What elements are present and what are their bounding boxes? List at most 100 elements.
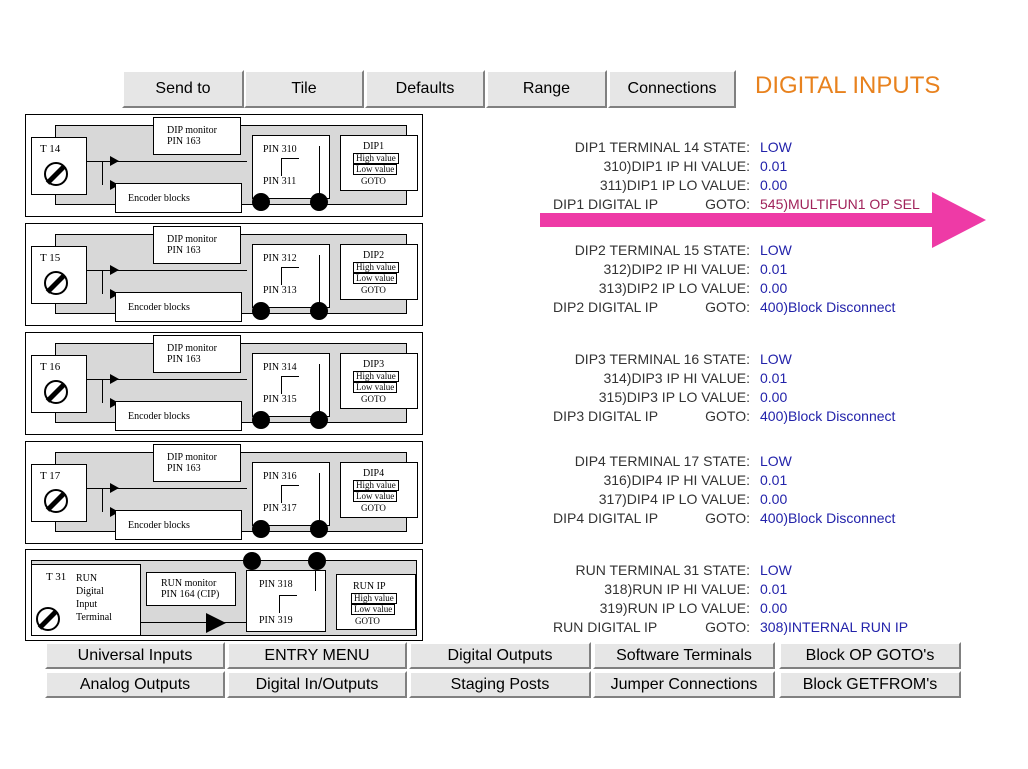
run-terminal-line: RUN xyxy=(76,573,98,584)
nav-jumper-connections-button[interactable]: Jumper Connections xyxy=(593,671,775,698)
connector-dot[interactable] xyxy=(310,302,328,320)
terminal-state-value[interactable]: LOW xyxy=(760,562,792,578)
goto-value[interactable]: 545)MULTIFUN1 OP SEL xyxy=(760,196,920,212)
nav-staging-posts-button[interactable]: Staging Posts xyxy=(409,671,591,698)
high-value-label: High value xyxy=(353,153,399,164)
terminal-state-value[interactable]: LOW xyxy=(760,351,792,367)
dip-monitor-label: DIP monitor xyxy=(167,343,217,354)
run-terminal-line: Digital xyxy=(76,586,104,597)
connector-dot[interactable] xyxy=(252,520,270,538)
run-monitor-label: RUN monitor xyxy=(161,578,217,589)
goto-arrow-icon xyxy=(540,192,986,248)
dip2-input-block[interactable]: T 15 DIP monitor PIN 163 Encoder blocks … xyxy=(25,223,423,326)
goto-value[interactable]: 308)INTERNAL RUN IP xyxy=(760,619,909,635)
terminal-state-label: RUN TERMINAL 31 STATE: xyxy=(575,562,750,578)
nav-digital-in-outputs-button[interactable]: Digital In/Outputs xyxy=(227,671,407,698)
terminal-knob-icon xyxy=(36,607,60,631)
lo-value[interactable]: 0.00 xyxy=(760,177,788,193)
send-to-button[interactable]: Send to xyxy=(122,70,244,108)
dip-monitor-pin: PIN 163 xyxy=(167,245,201,256)
connector-dot[interactable] xyxy=(310,520,328,538)
digital-ip-label: DIP1 DIGITAL IP xyxy=(553,196,659,212)
output-label: DIP2 xyxy=(363,250,385,261)
terminal-state-value[interactable]: LOW xyxy=(760,242,792,258)
terminal-state-value[interactable]: LOW xyxy=(760,453,792,469)
encoder-blocks-box: Encoder blocks xyxy=(115,292,242,322)
terminal-label: T 17 xyxy=(40,470,61,482)
low-value-label: Low value xyxy=(351,604,396,615)
connector-dot[interactable] xyxy=(308,552,326,570)
run-pin-box: PIN 318 PIN 319 xyxy=(246,570,326,632)
dip3-input-block[interactable]: T 16 DIP monitor PIN 163 Encoder blocks … xyxy=(25,332,423,435)
nav-analog-outputs-button[interactable]: Analog Outputs xyxy=(45,671,225,698)
terminal-state-value[interactable]: LOW xyxy=(760,139,792,155)
terminal-label: T 14 xyxy=(40,143,61,155)
connector-dot[interactable] xyxy=(243,552,261,570)
dip4-input-block[interactable]: T 17 DIP monitor PIN 163 Encoder blocks … xyxy=(25,441,423,544)
output-label: DIP4 xyxy=(363,468,385,479)
nav-entry-menu-button[interactable]: ENTRY MENU xyxy=(227,642,407,669)
step-icon xyxy=(281,158,299,176)
nav-universal-inputs-button[interactable]: Universal Inputs xyxy=(45,642,225,669)
terminal-state-label: DIP1 TERMINAL 14 STATE: xyxy=(574,139,750,155)
terminal-state-label: DIP3 TERMINAL 16 STATE: xyxy=(574,351,750,367)
high-value-label: High value xyxy=(353,371,399,382)
dip-monitor-pin: PIN 163 xyxy=(167,463,201,474)
goto-value[interactable]: 400)Block Disconnect xyxy=(760,510,896,526)
dip-monitor-box: DIP monitor PIN 163 xyxy=(153,226,241,264)
dip-monitor-box: DIP monitor PIN 163 xyxy=(153,335,241,373)
lo-value[interactable]: 0.00 xyxy=(760,600,788,616)
lo-value-label: 315)DIP3 IP LO VALUE: xyxy=(598,389,750,405)
lo-value[interactable]: 0.00 xyxy=(760,280,788,296)
goto-label: GOTO xyxy=(361,285,386,295)
nav-digital-outputs-button[interactable]: Digital Outputs xyxy=(409,642,591,669)
hi-value[interactable]: 0.01 xyxy=(760,370,788,386)
pin-hi-label: PIN 312 xyxy=(263,253,297,264)
hi-value[interactable]: 0.01 xyxy=(760,158,788,174)
connector-dot[interactable] xyxy=(310,411,328,429)
goto-value[interactable]: 400)Block Disconnect xyxy=(760,408,896,424)
lo-value[interactable]: 0.00 xyxy=(760,389,788,405)
arrow-icon xyxy=(110,374,119,384)
nav-block-op-goto-s-button[interactable]: Block OP GOTO's xyxy=(779,642,961,669)
arrow-icon xyxy=(110,483,119,493)
encoder-blocks-box: Encoder blocks xyxy=(115,183,242,213)
run-pin-hi: PIN 318 xyxy=(259,579,293,590)
pin-hi-label: PIN 314 xyxy=(263,362,297,373)
defaults-button[interactable]: Defaults xyxy=(365,70,485,108)
connector-dot[interactable] xyxy=(252,193,270,211)
encoder-blocks-box: Encoder blocks xyxy=(115,510,242,540)
hi-value[interactable]: 0.01 xyxy=(760,261,788,277)
goto-label: GOTO: xyxy=(705,408,750,424)
pin-lo-label: PIN 317 xyxy=(263,503,297,514)
encoder-blocks-label: Encoder blocks xyxy=(128,411,190,422)
hi-value[interactable]: 0.01 xyxy=(760,472,788,488)
nav-block-getfrom-s-button[interactable]: Block GETFROM's xyxy=(779,671,961,698)
connections-button[interactable]: Connections xyxy=(608,70,736,108)
connector-dot[interactable] xyxy=(252,302,270,320)
terminal-state-label: DIP2 TERMINAL 15 STATE: xyxy=(574,242,750,258)
range-button[interactable]: Range xyxy=(486,70,607,108)
connector-dot[interactable] xyxy=(310,193,328,211)
output-box: DIP2 High value Low value GOTO xyxy=(340,244,418,300)
lo-value[interactable]: 0.00 xyxy=(760,491,788,507)
tile-button[interactable]: Tile xyxy=(244,70,364,108)
connector-dot[interactable] xyxy=(252,411,270,429)
dip1-input-block[interactable]: T 14 DIP monitor PIN 163 Encoder blocks … xyxy=(25,114,423,217)
nav-software-terminals-button[interactable]: Software Terminals xyxy=(593,642,775,669)
terminal-state-label: DIP4 TERMINAL 17 STATE: xyxy=(574,453,750,469)
digital-ip-label: DIP4 DIGITAL IP xyxy=(553,510,659,526)
arrow-icon xyxy=(110,398,119,408)
pin-box: PIN 314 PIN 315 xyxy=(252,353,330,418)
run-input-block[interactable]: T 31 RUN Digital Input Terminal RUN moni… xyxy=(25,549,423,641)
high-value-label: High value xyxy=(351,593,397,604)
goto-value[interactable]: 400)Block Disconnect xyxy=(760,299,896,315)
run-pin-lo: PIN 319 xyxy=(259,615,293,626)
goto-label: GOTO xyxy=(361,503,386,513)
run-monitor-pin: PIN 164 (CIP) xyxy=(161,589,220,600)
step-icon xyxy=(281,485,299,503)
pin-box: PIN 312 PIN 313 xyxy=(252,244,330,309)
hi-value[interactable]: 0.01 xyxy=(760,581,788,597)
output-box: DIP1 High value Low value GOTO xyxy=(340,135,418,191)
low-value-label: Low value xyxy=(353,164,398,175)
